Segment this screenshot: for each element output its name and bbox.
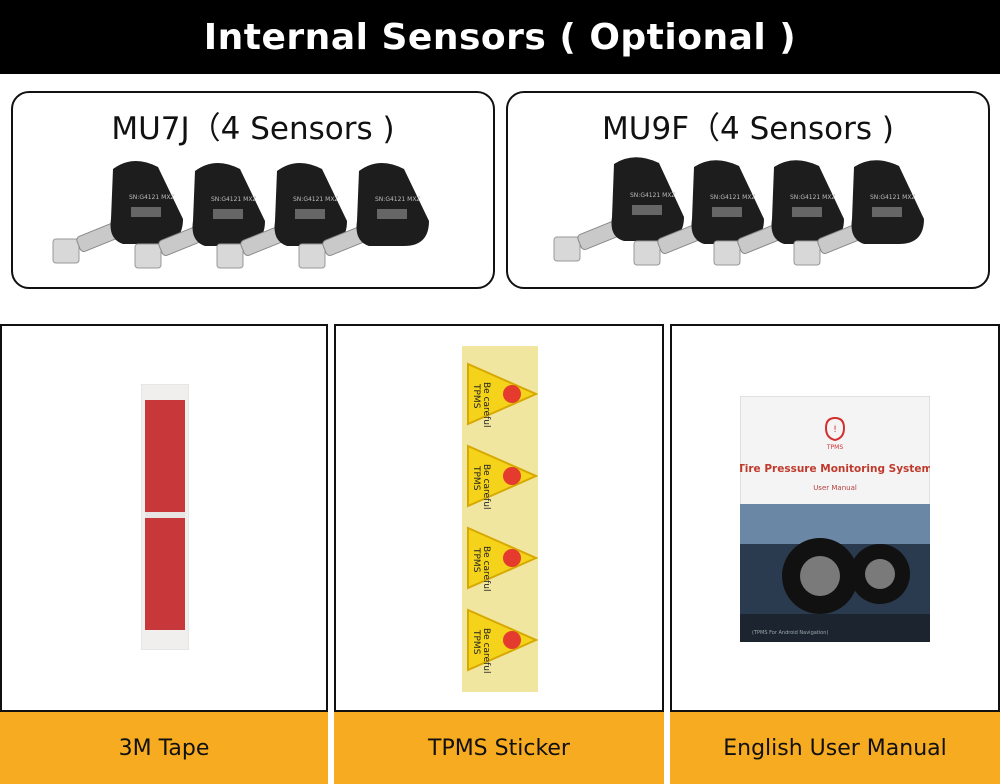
warning-triangle-icon: Be careful TPMS [467, 608, 538, 673]
sensor-1: SN:G4121 MXZ [52, 160, 183, 264]
sensor-3: SN:G4121 MXZ [713, 160, 844, 266]
svg-text:SN:G4121 MXZ: SN:G4121 MXZ [211, 196, 257, 203]
svg-text:TPMS: TPMS [471, 629, 481, 655]
svg-text:Be careful: Be careful [481, 546, 491, 591]
warning-triangle-icon: Be careful TPMS [467, 362, 538, 427]
svg-text:(TPMS For Android Navigation): (TPMS For Android Navigation) [752, 630, 828, 636]
caption-tpms-sticker: TPMS Sticker [334, 712, 664, 784]
caption-label: 3M Tape [118, 735, 210, 761]
sensor-2: SN:G4121 MXZ [633, 160, 764, 266]
sensor-4: SN:G4121 MXZ [793, 160, 924, 266]
sticker-sheet-image: Be careful TPMS Be careful TPMS Be caref… [462, 346, 538, 692]
page-title-banner: Internal Sensors ( Optional ) [0, 0, 1000, 74]
svg-text:SN:G4121 MXZ: SN:G4121 MXZ [630, 192, 676, 199]
sensor-set-mu9f: MU9F（4 Sensors ) SN:G4121 MXZ SN:G4121 M… [506, 91, 990, 289]
warning-triangle-icon: Be careful TPMS [467, 526, 538, 591]
warning-triangle-icon: Be careful TPMS [467, 444, 538, 509]
sensor-2: SN:G4121 MXZ [134, 162, 265, 269]
item-panel-tpms-sticker: Be careful TPMS Be careful TPMS Be caref… [334, 324, 664, 712]
svg-text:Be careful: Be careful [481, 628, 491, 673]
svg-text:SN:G4121 MXZ: SN:G4121 MXZ [790, 194, 836, 201]
svg-text:TPMS: TPMS [471, 547, 481, 573]
item-panel-3m-tape [0, 324, 328, 712]
svg-text:SN:G4121 MXZ: SN:G4121 MXZ [293, 196, 339, 203]
sensor-1: SN:G4121 MXZ [553, 157, 684, 262]
svg-text:SN:G4121 MXZ: SN:G4121 MXZ [710, 194, 756, 201]
svg-text:Be careful: Be careful [481, 464, 491, 509]
sensor-3: SN:G4121 MXZ [216, 162, 347, 269]
caption-label: TPMS Sticker [428, 735, 570, 761]
svg-text:SN:G4121 MXZ: SN:G4121 MXZ [870, 194, 916, 201]
svg-text:TPMS: TPMS [826, 444, 843, 451]
sensor-set-mu7j: MU7J（4 Sensors ) SN:G4121 MXZ SN:G4121 M… [11, 91, 495, 289]
svg-text:User Manual: User Manual [813, 484, 857, 492]
sensor-group-mu7j: SN:G4121 MXZ SN:G4121 MXZ SN:G4121 MXZ S… [52, 160, 429, 269]
svg-text:TPMS: TPMS [471, 383, 481, 409]
sensor-set-title: MU9F（4 Sensors ) [602, 111, 894, 147]
svg-text:TPMS: TPMS [471, 465, 481, 491]
tape-image [141, 384, 189, 650]
svg-text:!: ! [833, 425, 837, 435]
item-panel-user-manual: ! TPMS Tire Pressure Monitoring System U… [670, 324, 1000, 712]
page-title: Internal Sensors ( Optional ) [203, 16, 797, 58]
svg-text:Tire Pressure Monitoring Syste: Tire Pressure Monitoring System [740, 463, 930, 475]
svg-text:Be careful: Be careful [481, 382, 491, 427]
sensor-group-mu9f: SN:G4121 MXZ SN:G4121 MXZ SN:G4121 MXZ S… [553, 157, 924, 266]
caption-user-manual: English User Manual [670, 712, 1000, 784]
caption-3m-tape: 3M Tape [0, 712, 328, 784]
sensor-4: SN:G4121 MXZ [298, 162, 429, 269]
sensor-set-title: MU7J（4 Sensors ) [111, 111, 395, 147]
svg-text:SN:G4121 MXZ: SN:G4121 MXZ [129, 194, 175, 201]
manual-cover-image: ! TPMS Tire Pressure Monitoring System U… [740, 396, 930, 642]
tpms-warning-icon: ! TPMS [824, 416, 846, 451]
caption-label: English User Manual [723, 735, 947, 761]
svg-text:SN:G4121 MXZ: SN:G4121 MXZ [375, 196, 421, 203]
